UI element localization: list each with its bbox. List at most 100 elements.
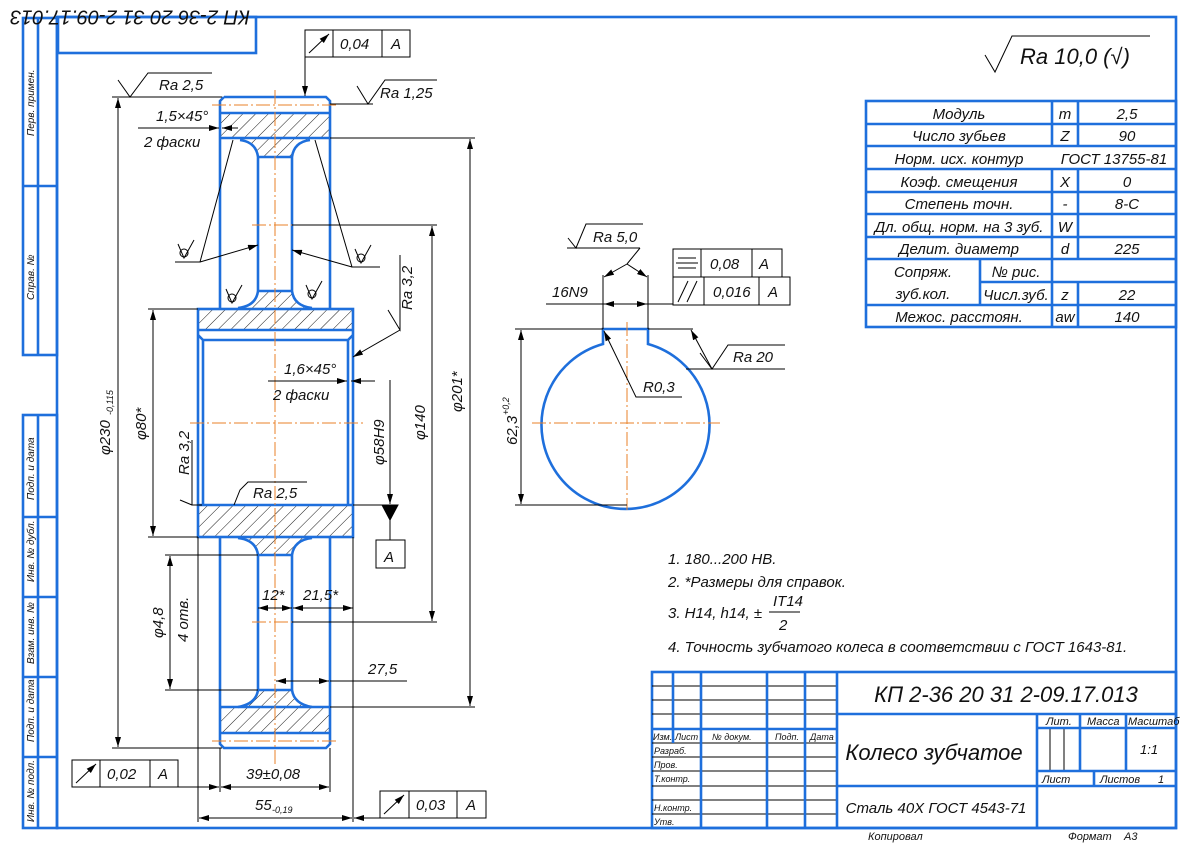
- dim-text: φ230: [97, 420, 114, 455]
- format-label: Формат: [1068, 831, 1112, 843]
- datum-label: A: [383, 549, 394, 566]
- strip-label: Справ. №: [26, 254, 37, 300]
- spec-symbol: m: [1059, 106, 1072, 123]
- mating-teeth-label: Числ.зуб.: [983, 287, 1048, 304]
- dim-depth: 62,3 +0,2: [501, 397, 521, 445]
- roughness-label: Ra 20: [733, 349, 774, 366]
- spec-value: 2,5: [1116, 106, 1139, 123]
- keyway-section: Ra 5,0 16N9 0,08 A 0,016 A Ra 20 R0,3 62…: [501, 223, 791, 511]
- symmetry-icon: [676, 257, 698, 269]
- gdt-datum: A: [767, 284, 778, 301]
- centerlines: [190, 90, 365, 765]
- left-strip: Перв. примен. Справ. № Подп. и дата Инв.…: [21, 16, 59, 830]
- roughness-label: Ra 3,2: [399, 265, 416, 310]
- gdt-runout-bottom-left: 0,02 A: [71, 759, 179, 788]
- sheets-value: 1: [1158, 774, 1164, 786]
- chamfer-size: 1,5×45°: [156, 108, 208, 125]
- spec-name: Дл. общ. норм. на 3 зуб.: [873, 219, 1044, 236]
- technical-notes: 1. 180...200 НВ. 2. *Размеры для справок…: [667, 551, 1127, 656]
- dim-text: 55: [255, 797, 272, 814]
- spec-symbol: -: [1063, 196, 1068, 213]
- dim-w39: 39±0,08: [246, 766, 301, 783]
- title-material: Сталь 40Х ГОСТ 4543-71: [846, 800, 1027, 817]
- spec-name: Норм. исх. контур: [894, 151, 1023, 168]
- gdt-datum: A: [157, 766, 168, 783]
- gdt-tolerance: 0,03: [416, 797, 446, 814]
- stamp-text: КП 2-36 20 31 2-09.17.013: [10, 5, 250, 27]
- spec-value: 90: [1119, 128, 1136, 145]
- format-value: А3: [1123, 831, 1138, 843]
- chamfer-note: 2 фаски: [143, 134, 201, 151]
- spec-value: 140: [1114, 309, 1140, 326]
- gdt-tolerance: 0,04: [340, 36, 369, 53]
- dim-tolerance: +0,2: [501, 397, 511, 415]
- dim-d230: φ230 -0,115: [97, 389, 115, 455]
- spec-table: Модуль m 2,5 Число зубьев Z 90 Норм. исх…: [864, 99, 1178, 329]
- scale-value: 1:1: [1140, 742, 1158, 757]
- spec-name: Коэф. смещения: [900, 174, 1017, 191]
- gdt-tolerance: 0,02: [107, 766, 137, 783]
- runout-arrow-icon: [75, 763, 97, 784]
- role-label: Пров.: [654, 760, 678, 770]
- spec-symbol: W: [1058, 219, 1074, 236]
- dim-d140: φ140: [412, 405, 429, 440]
- mating-label: Сопряж.: [894, 264, 952, 281]
- strip-label: Подп. и дата: [26, 437, 37, 500]
- mating-fig-label: № рис.: [992, 264, 1041, 281]
- general-roughness-text: Ra 10,0 (√): [1020, 44, 1130, 69]
- roughness-label: Ra 2,5: [159, 77, 204, 94]
- title-part-name: Колесо зубчатое: [845, 740, 1022, 765]
- note-fraction-den: 2: [778, 617, 788, 634]
- spec-name: Модуль: [933, 106, 986, 123]
- mating-teeth-symbol: z: [1060, 287, 1069, 304]
- spec-value: 8-С: [1115, 196, 1139, 213]
- note-fraction-num: IT14: [773, 593, 803, 610]
- header-sign: Подп.: [775, 732, 799, 742]
- roughness-label: Ra 2,5: [253, 485, 298, 502]
- sheets-label: Листов: [1099, 774, 1140, 786]
- note: 4. Точность зубчатого колеса в соответст…: [668, 639, 1127, 656]
- note: 1. 180...200 НВ.: [668, 551, 776, 568]
- note: 2. *Размеры для справок.: [667, 574, 846, 591]
- roughness-no-removal-symbols: [177, 239, 372, 305]
- mass-label: Масса: [1087, 716, 1120, 728]
- dim-tolerance: -0,115: [105, 389, 115, 415]
- spec-value: 0: [1123, 174, 1132, 191]
- lit-label: Лит.: [1045, 716, 1072, 728]
- dim-d48: φ4,8: [150, 607, 167, 638]
- gdt-runout-top: 0,04 A: [304, 29, 411, 58]
- roughness-label: Ra 1,25: [380, 85, 433, 102]
- spec-name: Межос. расстоян.: [895, 309, 1023, 326]
- dim-radius: R0,3: [643, 379, 675, 396]
- dim-tolerance: -0,19: [272, 805, 293, 815]
- header-izm: Изм.: [653, 732, 672, 742]
- chamfer-note: 2 фаски: [272, 387, 330, 404]
- roughness-label: Ra 3,2: [176, 430, 193, 475]
- roughness-label: Ra 5,0: [593, 229, 638, 246]
- dim-key-width: 16N9: [552, 284, 589, 301]
- spec-name: Степень точн.: [905, 196, 1014, 213]
- strip-label: Инв. № дубл.: [25, 521, 37, 583]
- rotated-stamp: КП 2-36 20 31 2-09.17.013: [10, 5, 258, 55]
- header-list: Лист: [674, 732, 699, 742]
- spec-symbol: aw: [1055, 309, 1075, 326]
- role-label: Разраб.: [654, 746, 687, 756]
- gdt-runout-bottom-right: 0,03 A: [379, 790, 487, 819]
- gdt-tolerance: 0,08: [710, 256, 740, 273]
- title-block: КП 2-36 20 31 2-09.17.013 Колесо зубчато…: [650, 670, 1180, 843]
- chamfer-size: 1,6×45°: [284, 361, 336, 378]
- gdt-datum: A: [758, 256, 769, 273]
- strip-label: Подп. и дата: [26, 679, 37, 742]
- dim-d201: φ201*: [449, 370, 466, 412]
- strip-label: Перв. примен.: [26, 70, 37, 136]
- note: 3. Н14, h14, ±: [668, 605, 762, 622]
- dim-d80: φ80*: [133, 407, 150, 440]
- role-label: Утв.: [653, 817, 674, 827]
- dim-text: 62,3: [504, 415, 521, 445]
- header-date: Дата: [809, 732, 834, 742]
- parallelism-icon: [677, 280, 698, 303]
- dim-holes: 4 отв.: [175, 597, 192, 642]
- spec-value: ГОСТ 13755-81: [1061, 151, 1167, 168]
- gear-section-view: Ra 2,5 Ra 1,25 Ra 3,2 Ra 3,2 Ra 2,5 1,5×…: [71, 29, 487, 822]
